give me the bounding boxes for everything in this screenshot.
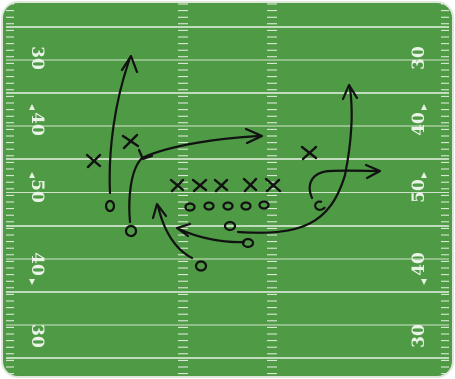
yard-number-right-lower: 40 — [409, 252, 429, 276]
yard-number-right-upper: 40 — [409, 112, 429, 136]
yard-number-left-mid: 50 — [27, 179, 47, 203]
yard-number-left-lower: 40 — [27, 252, 47, 276]
yard-number-left-upper: 40 — [27, 112, 47, 136]
yard-number-right-bottom: 30 — [409, 324, 429, 348]
yard-number-right-mid: 50 — [409, 179, 429, 203]
yard-number-left-bottom: 30 — [27, 324, 47, 348]
yard-number-right-top: 30 — [409, 46, 429, 70]
yard-number-left-top: 30 — [27, 46, 47, 70]
